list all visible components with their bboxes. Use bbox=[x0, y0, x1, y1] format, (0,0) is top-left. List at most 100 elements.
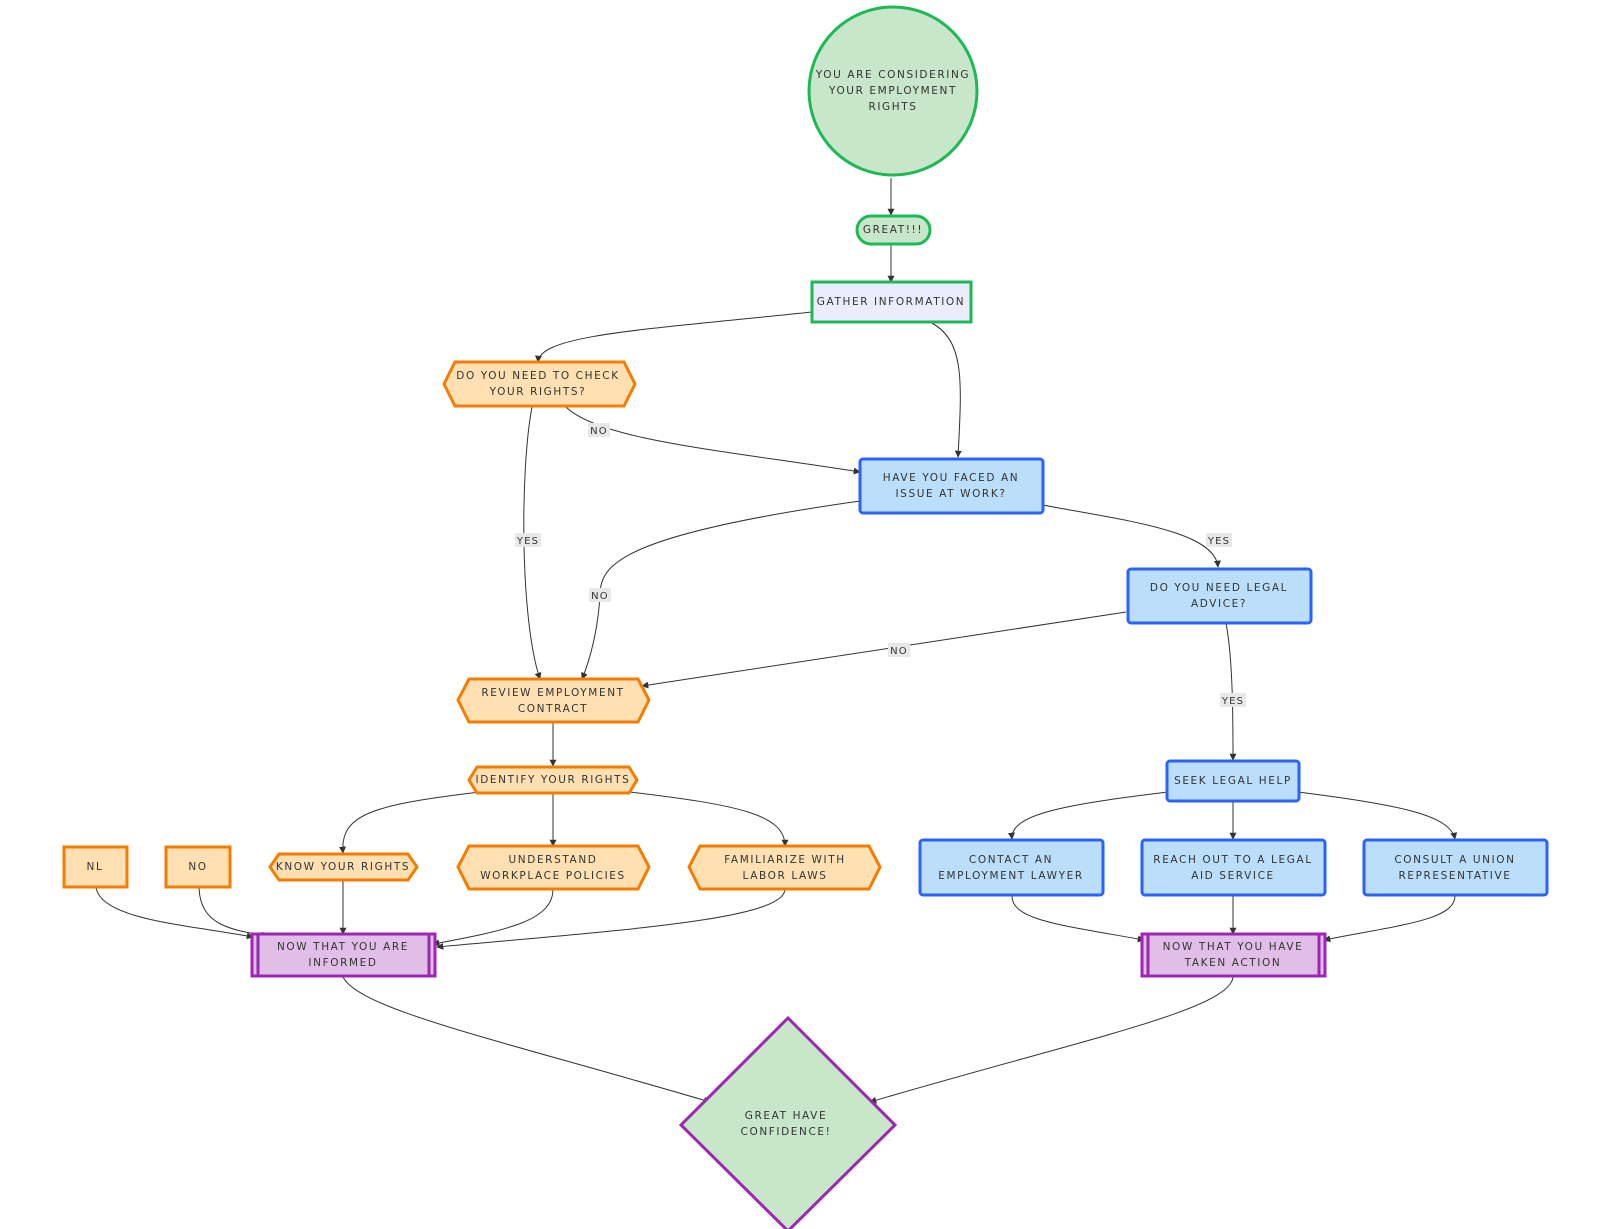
node-great-label: GREAT!!! bbox=[863, 224, 923, 236]
edge-label-check-yes-text: YES bbox=[516, 536, 539, 547]
node-contact-lawyer-label: CONTACT AN EMPLOYMENT LAWYER bbox=[938, 854, 1084, 882]
label-line: NL bbox=[87, 861, 104, 873]
label-line: HAVE YOU FACED AN bbox=[883, 472, 1019, 484]
edge-gather-check bbox=[534, 311, 813, 363]
edge-understand-informed bbox=[432, 888, 554, 947]
edge-seek-lawyer bbox=[1008, 791, 1169, 840]
label-line: GATHER INFORMATION bbox=[817, 296, 966, 308]
node-contact-lawyer: CONTACT AN EMPLOYMENT LAWYER bbox=[918, 838, 1105, 897]
edge-label-issue-no: NO bbox=[589, 588, 611, 602]
node-seek-help-label: SEEK LEGAL HELP bbox=[1174, 775, 1292, 787]
label-line: INFORMED bbox=[308, 957, 377, 969]
node-identify-rights: IDENTIFY YOUR RIGHTS bbox=[467, 765, 639, 795]
edge-labels: NO YES YES NO NO YES bbox=[515, 423, 1246, 707]
edge-label-check-no: NO bbox=[588, 423, 610, 437]
edge-label-advice-no: NO bbox=[888, 643, 910, 657]
node-legal-advice: DO YOU NEED LEGAL ADVICE? bbox=[1126, 567, 1313, 625]
edge-union-action bbox=[1323, 895, 1456, 943]
label-line: REPRESENTATIVE bbox=[1398, 870, 1511, 882]
label-line: YOUR EMPLOYMENT bbox=[828, 85, 957, 97]
label-line: RIGHTS bbox=[868, 101, 917, 113]
label-line: CONSULT A UNION bbox=[1394, 854, 1515, 866]
node-seek-help: SEEK LEGAL HELP bbox=[1165, 759, 1301, 803]
node-familiarize-laws: FAMILIARIZE WITH LABOR LAWS bbox=[687, 844, 882, 891]
node-confidence: GREAT HAVE CONFIDENCE! bbox=[678, 1015, 898, 1229]
node-no-box-label: NO bbox=[188, 861, 207, 873]
edge-label-advice-no-text: NO bbox=[890, 646, 908, 657]
node-informed-label: NOW THAT YOU ARE INFORMED bbox=[277, 941, 409, 969]
label-line: CONTACT AN bbox=[969, 854, 1053, 866]
edge-identify-know bbox=[339, 791, 481, 854]
node-no-box: NO bbox=[164, 845, 232, 889]
node-legal-advice-label: DO YOU NEED LEGAL ADVICE? bbox=[1150, 582, 1288, 610]
node-know-rights: KNOW YOUR RIGHTS bbox=[268, 852, 419, 882]
node-legal-aid: REACH OUT TO A LEGAL AID SERVICE bbox=[1140, 838, 1327, 897]
edge-familiarize-informed bbox=[436, 888, 786, 950]
edge-label-advice-yes: YES bbox=[1220, 693, 1246, 707]
edge-issue-advice-yes bbox=[1042, 504, 1221, 568]
label-line: TAKEN ACTION bbox=[1184, 957, 1282, 969]
edge-advice-review-no bbox=[641, 611, 1127, 689]
label-line: ISSUE AT WORK? bbox=[895, 488, 1006, 500]
label-line: GREAT HAVE bbox=[745, 1110, 827, 1122]
node-union-rep: CONSULT A UNION REPRESENTATIVE bbox=[1362, 838, 1549, 897]
label-line: NOW THAT YOU ARE bbox=[277, 941, 409, 953]
label-line: IDENTIFY YOUR RIGHTS bbox=[476, 774, 631, 786]
edge-label-issue-yes-text: YES bbox=[1207, 536, 1230, 547]
edge-advice-seek-yes bbox=[1225, 622, 1237, 761]
node-informed: NOW THAT YOU ARE INFORMED bbox=[250, 932, 437, 978]
label-line: ADVICE? bbox=[1191, 598, 1247, 610]
node-gather-label: GATHER INFORMATION bbox=[817, 296, 966, 308]
edge-informed-confidence bbox=[342, 976, 711, 1104]
label-line: NO bbox=[188, 861, 207, 873]
edge-check-issue-no bbox=[565, 406, 861, 475]
edge-action-confidence bbox=[869, 976, 1234, 1104]
label-line: CONFIDENCE! bbox=[741, 1126, 832, 1138]
edge-no-informed bbox=[198, 886, 269, 939]
label-line: LABOR LAWS bbox=[743, 870, 828, 882]
label-line: NOW THAT YOU HAVE bbox=[1163, 941, 1304, 953]
node-faced-issue: HAVE YOU FACED AN ISSUE AT WORK? bbox=[858, 457, 1045, 515]
label-line: FAMILIARIZE WITH bbox=[724, 854, 846, 866]
edge-seek-union bbox=[1297, 791, 1458, 840]
edge-issue-review-no bbox=[581, 500, 861, 680]
node-taken-action-label: NOW THAT YOU HAVE TAKEN ACTION bbox=[1163, 941, 1304, 969]
label-line: EMPLOYMENT LAWYER bbox=[938, 870, 1084, 882]
node-understand-policies-label: UNDERSTAND WORKPLACE POLICIES bbox=[480, 854, 626, 882]
edge-label-issue-no-text: NO bbox=[591, 591, 609, 602]
node-nl: NL bbox=[62, 845, 129, 889]
edge-label-check-no-text: NO bbox=[590, 426, 608, 437]
label-line: UNDERSTAND bbox=[509, 854, 598, 866]
edge-lawyer-action bbox=[1011, 895, 1145, 943]
label-line: GREAT!!! bbox=[863, 224, 923, 236]
edges bbox=[95, 178, 1458, 1104]
label-line: REACH OUT TO A LEGAL bbox=[1153, 854, 1312, 866]
edge-label-check-yes: YES bbox=[515, 533, 541, 547]
node-know-rights-label: KNOW YOUR RIGHTS bbox=[276, 861, 410, 873]
node-faced-issue-label: HAVE YOU FACED AN ISSUE AT WORK? bbox=[883, 472, 1019, 500]
node-taken-action: NOW THAT YOU HAVE TAKEN ACTION bbox=[1140, 932, 1327, 978]
node-legal-aid-label: REACH OUT TO A LEGAL AID SERVICE bbox=[1153, 854, 1312, 882]
edge-gather-issue bbox=[929, 321, 962, 458]
label-line: SEEK LEGAL HELP bbox=[1174, 775, 1292, 787]
label-line: WORKPLACE POLICIES bbox=[480, 870, 626, 882]
node-great: GREAT!!! bbox=[855, 214, 932, 246]
node-gather: GATHER INFORMATION bbox=[810, 280, 973, 324]
node-identify-rights-label: IDENTIFY YOUR RIGHTS bbox=[476, 774, 631, 786]
label-line: DO YOU NEED LEGAL bbox=[1150, 582, 1288, 594]
label-line: AID SERVICE bbox=[1191, 870, 1275, 882]
edge-identify-familiarize bbox=[629, 791, 789, 847]
node-nl-label: NL bbox=[87, 861, 104, 873]
label-line: DO YOU NEED TO CHECK bbox=[456, 370, 619, 382]
edge-nl-informed bbox=[95, 886, 254, 940]
label-line: REVIEW EMPLOYMENT bbox=[481, 687, 624, 699]
label-line: KNOW YOUR RIGHTS bbox=[276, 861, 410, 873]
